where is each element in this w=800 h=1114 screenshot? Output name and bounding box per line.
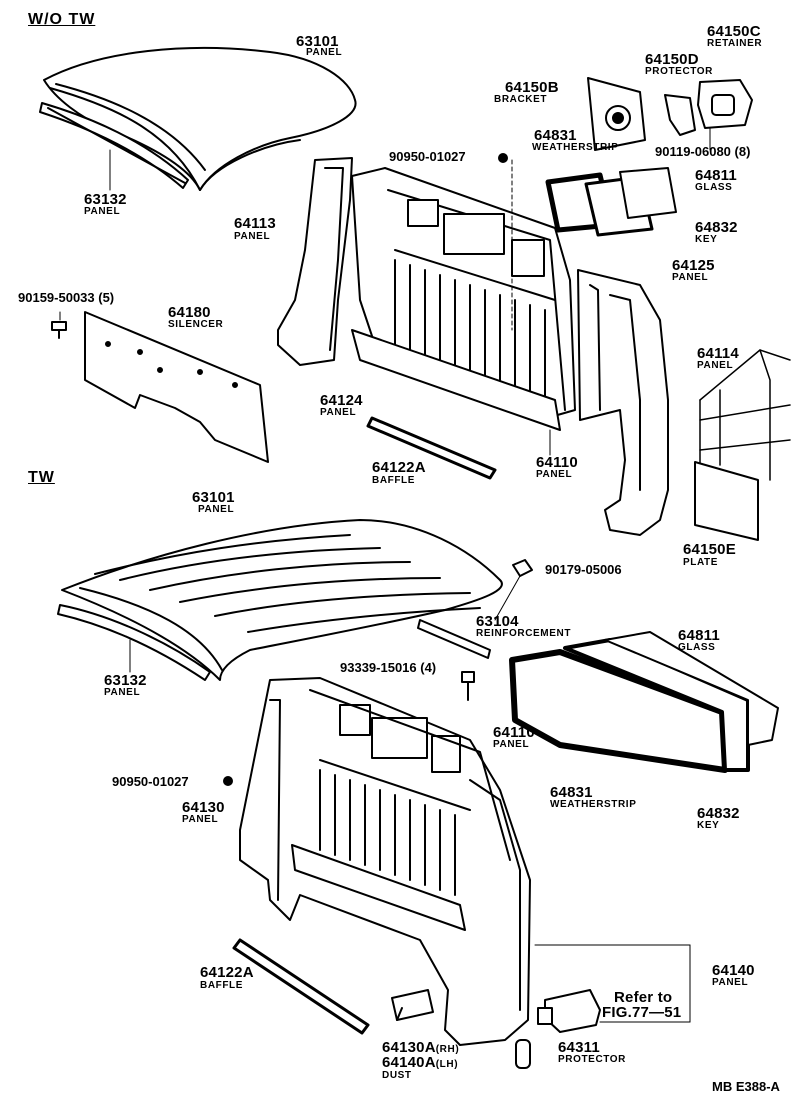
protector-64311 [515,1039,531,1069]
label-64114-name: PANEL [697,360,734,371]
label-64110-lower-name: PANEL [493,739,530,750]
label-64122a-upper-name: BAFFLE [372,475,416,486]
label-63101-upper-name: PANEL [306,47,343,58]
label-63132-lower: 63132 [104,672,147,689]
label-90159: 90159-50033 (5) [18,290,115,305]
label-93339: 93339-15016 (4) [340,660,437,675]
label-64811-upper: 64811 [695,167,737,184]
label-64811-upper-name: GLASS [695,182,733,193]
label-64110-upper-name: PANEL [536,469,573,480]
label-64130a-name: DUST [382,1070,412,1081]
label-90950-lower: 90950-01027 [112,774,189,789]
bracket-64150b [587,77,646,151]
label-64311-name: PROTECTOR [558,1054,626,1065]
label-refer-line2: FIG.77—51 [602,1004,682,1021]
roof-rail-upper [39,102,189,189]
label-64832-lower-name: KEY [697,820,720,831]
label-63101-upper: 63101 [296,33,339,50]
label-64124-name: PANEL [320,407,357,418]
label-63132-upper: 63132 [84,191,127,208]
roof-panel-lower [61,519,503,681]
label-64130a-suffix: (RH) [435,1044,460,1055]
window-glass-upper [619,167,677,219]
label-64122a-lower-name: BAFFLE [200,980,244,991]
label-64811-lower: 64811 [678,627,720,644]
protector-64150d [664,94,696,136]
label-64122a-upper: 64122A [372,459,426,476]
bolt-93339 [461,671,475,701]
label-64140a-no: 64140A [382,1054,436,1071]
label-90950-upper: 90950-01027 [389,149,466,164]
label-64130: 64130 [182,799,225,816]
section-wo-tw: W/O TW [28,11,96,28]
label-64140: 64140 [712,962,755,979]
baffle-lower [232,938,370,1035]
label-64180-name: SILENCER [168,319,224,330]
label-64811-lower-name: GLASS [678,642,716,653]
label-64150d-name: PROTECTOR [645,66,713,77]
label-90179: 90179-05006 [545,562,622,577]
label-64110-lower: 64110 [493,724,535,741]
label-64150e: 64150E [683,541,736,558]
label-64114: 64114 [697,345,739,362]
label-64832-upper: 64832 [695,219,738,236]
label-64150e-name: PLATE [683,557,719,568]
label-63101-lower-name: PANEL [198,504,235,515]
label-64150c: 64150C [707,23,761,40]
label-63132-lower-name: PANEL [104,687,141,698]
section-tw: TW [28,469,55,486]
back-panel-upper [351,167,576,431]
label-64150b: 64150B [505,79,559,96]
label-64150c-name: RETAINER [707,38,763,49]
clip-90950-lower [223,776,233,786]
reinforcement-63104 [417,619,491,659]
dust-64130a [391,989,434,1021]
bolt-90179 [512,559,533,577]
label-64110-upper: 64110 [536,454,578,471]
back-panel-lower [239,677,531,1046]
baffle-upper [366,416,497,480]
label-64130a-no: 64130A [382,1039,436,1056]
label-63104: 63104 [476,613,519,630]
roof-rail-lower [57,604,211,681]
label-90119: 90119-06080 (8) [655,144,751,159]
label-64140a-suffix: (LH) [435,1059,459,1070]
label-64831-lower-name: WEATHERSTRIP [550,799,637,810]
silencer-pad [84,311,269,463]
label-64124: 64124 [320,392,363,409]
label-64125: 64125 [672,257,715,274]
label-64150b-name: BRACKET [494,94,548,105]
label-63104-name: REINFORCEMENT [476,628,572,639]
label-64140-name: PANEL [712,977,749,988]
label-refer-line1: Refer to [614,989,673,1006]
label-64311: 64311 [558,1039,600,1056]
label-64180: 64180 [168,304,211,321]
latch-assembly [537,989,601,1033]
right-pillar-upper [577,269,669,536]
label-64831-upper-name: WEATHERSTRIP [532,142,619,153]
label-64150d: 64150D [645,51,699,68]
clip-90159 [51,321,67,339]
label-63132-upper-name: PANEL [84,206,121,217]
label-63101-lower: 63101 [192,489,235,506]
label-64125-name: PANEL [672,272,709,283]
label-64130-name: PANEL [182,814,219,825]
label-64140a: 64140A(LH) [382,1055,458,1070]
plate-64150e [694,461,759,541]
left-pillar-upper [277,157,353,366]
label-64113: 64113 [234,215,276,232]
label-64122a-lower: 64122A [200,964,254,981]
window-glass-lower [604,631,779,746]
background-frame [699,349,791,481]
label-64831-lower: 64831 [550,784,593,801]
label-64130a: 64130A(RH) [382,1040,459,1055]
clip-90950-upper [498,153,508,163]
footer-code: MB E388-A [712,1079,780,1094]
label-64832-upper-name: KEY [695,234,718,245]
retainer-64150c [697,79,753,129]
label-64832-lower: 64832 [697,805,740,822]
label-64831-upper: 64831 [534,127,577,144]
label-64113-name: PANEL [234,231,271,242]
